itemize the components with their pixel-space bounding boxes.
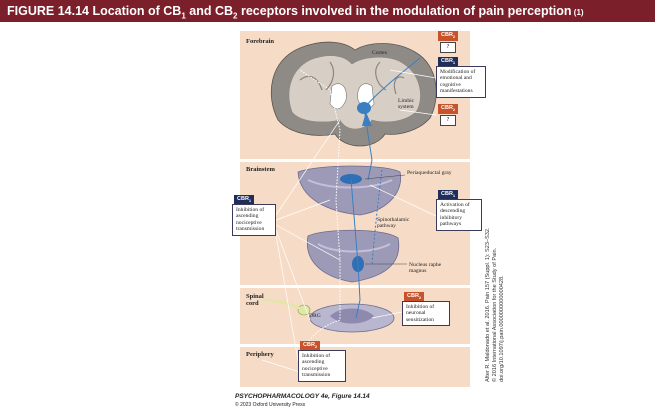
cbr1-tag-inhibition-left: CBR1	[234, 195, 255, 206]
region-spinal-cord: Spinal cord	[246, 293, 264, 307]
box-inhibition-ascending-left: Inhibition of ascending nociceptive tran…	[232, 204, 276, 236]
region-brainstem: Brainstem	[246, 166, 275, 173]
label-nucleus-raphe-magnus: Nucleus raphe magnus	[409, 262, 442, 275]
label-limbic-system: Limbic system	[398, 98, 415, 111]
region-periphery: Periphery	[246, 351, 274, 358]
forebrain-section	[270, 41, 437, 147]
medulla-section	[306, 229, 400, 283]
figure-title: FIGURE 14.14 Location of CB1 and CB2 rec…	[7, 4, 584, 21]
region-forebrain: Forebrain	[246, 38, 275, 45]
label-lines	[364, 174, 407, 265]
box-inhibition-neuronal: Inhibition of neuronal sensitization	[402, 301, 450, 327]
cbr2-tag-limbic: CBR2	[438, 104, 459, 115]
question-box-cortex: ?	[440, 42, 456, 53]
box-modification: Modification of emotional and cognitive …	[436, 66, 486, 98]
question-box-limbic: ?	[440, 115, 456, 126]
cbr1-tag-activation: CBR1	[438, 190, 459, 201]
blue-pathways	[350, 57, 421, 319]
label-periaqueductal-gray: Periaqueductal gray	[407, 170, 452, 176]
cbr2-tag-periphery: CBR2	[300, 341, 321, 352]
box-activation: Activation of descending inhibitory path…	[436, 199, 482, 231]
title-bar: FIGURE 14.14 Location of CB1 and CB2 rec…	[0, 0, 655, 22]
cbr2-tag-cortex: CBR2	[438, 31, 459, 42]
credit-book: PSYCHOPHARMACOLOGY 4e, Figure 14.14	[235, 393, 370, 400]
label-spinothalamic-pathway: Spinothalamic pathway	[377, 217, 410, 230]
credit-copyright: © 2023 Oxford University Press	[235, 402, 306, 408]
midbrain-section	[297, 165, 402, 216]
cbr1-tag-modification: CBR1	[438, 57, 459, 68]
label-drg: DRG	[309, 313, 321, 319]
source-citation: After R. Maldonado et al. 2016. Pain 157…	[485, 227, 505, 382]
spinal-cord-section	[261, 298, 395, 333]
connector-lines	[261, 69, 437, 373]
cbr2-tag-neuronal: CBR2	[404, 292, 425, 303]
label-cortex: Cortex	[372, 50, 388, 56]
box-inhibition-ascending-periphery: Inhibition of ascending nociceptive tran…	[298, 350, 346, 382]
periphery-panel	[240, 347, 470, 387]
